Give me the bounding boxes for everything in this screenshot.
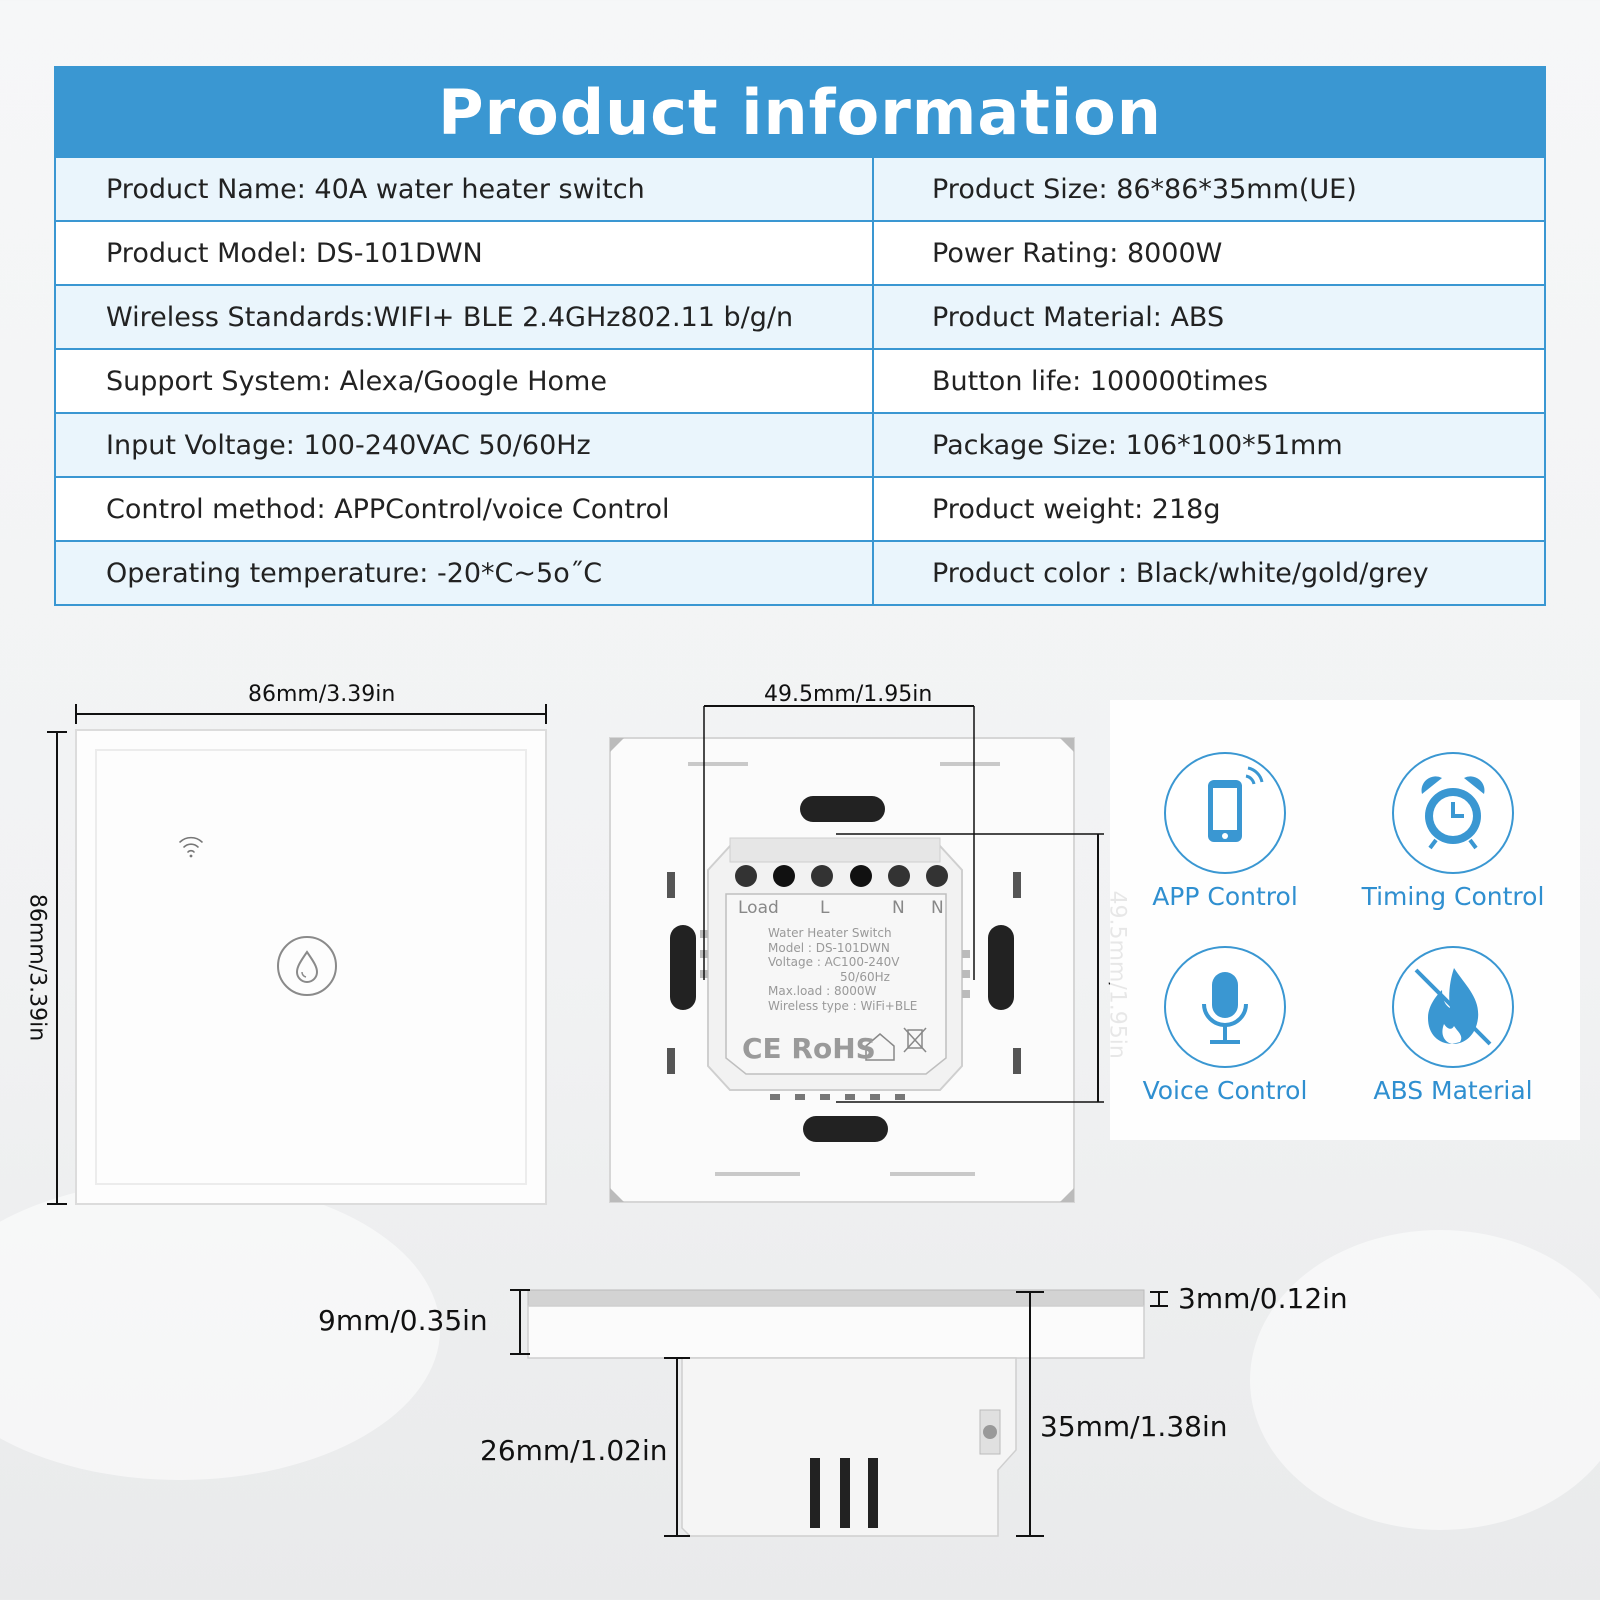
alarm-clock-icon (1392, 752, 1514, 874)
feature-label: Voice Control (1142, 1076, 1308, 1105)
back-width-label: 49.5mm/1.95in (764, 682, 933, 707)
table-cell: Wireless Standards:WIFI+ BLE 2.4GHz802.1… (56, 286, 874, 348)
feature-abs-material: ABS Material (1338, 946, 1568, 1105)
background-blob (1250, 1230, 1600, 1530)
table-title: Product information (56, 68, 1544, 156)
microphone-icon (1164, 946, 1286, 1068)
table-cell: Power Rating: 8000W (932, 237, 1223, 269)
terminal-label: L (820, 898, 830, 918)
feature-label: ABS Material (1373, 1076, 1533, 1105)
frame-thickness-label: 9mm/0.35in (318, 1304, 488, 1337)
feature-icons: APP Control Timing Control Voice (1110, 700, 1580, 1140)
terminal-label: N (892, 898, 905, 918)
home-icon (865, 1033, 895, 1061)
product-info-table: Product information Product Name: 40A wa… (54, 66, 1546, 606)
certification-marks: CE RoHS (742, 1032, 876, 1065)
table-body: Product Name: 40A water heater switch Pr… (56, 156, 1544, 604)
terminal-label: Load (738, 898, 779, 918)
feature-label: Timing Control (1361, 882, 1545, 911)
body-depth-label: 26mm/1.02in (480, 1434, 668, 1467)
table-cell: Product weight: 218g (932, 493, 1221, 525)
table-cell: Input Voltage: 100-240VAC 50/60Hz (56, 414, 874, 476)
table-cell: Operating temperature: -20*C~5o˝C (56, 542, 874, 604)
back-view (609, 705, 1104, 1203)
table-cell: Product Size: 86*86*35mm(UE) (932, 173, 1357, 205)
glass-thickness-label: 3mm/0.12in (1178, 1282, 1348, 1315)
front-view (47, 704, 547, 1205)
front-width-label: 86mm/3.39in (248, 682, 396, 707)
table-row: Operating temperature: -20*C~5o˝C Produc… (56, 540, 1544, 604)
table-cell: Button life: 100000times (932, 365, 1268, 397)
module-label-line: Voltage : AC100-240V (768, 955, 900, 969)
table-cell: Control method: APPControl/voice Control (56, 478, 874, 540)
phone-icon (1164, 752, 1286, 874)
total-depth-label: 35mm/1.38in (1040, 1410, 1228, 1443)
table-cell: Support System: Alexa/Google Home (56, 350, 874, 412)
table-cell: Product Name: 40A water heater switch (56, 158, 874, 220)
table-cell: Package Size: 106*100*51mm (932, 429, 1343, 461)
feature-app-control: APP Control (1110, 752, 1340, 911)
table-cell: Product Material: ABS (932, 301, 1225, 333)
module-label-plate: Water Heater Switch Model : DS-101DWN Vo… (768, 926, 917, 1013)
module-label-line: 50/60Hz (840, 969, 890, 984)
wifi-icon (179, 836, 203, 858)
water-drop-icon (277, 936, 337, 996)
table-row: Control method: APPControl/voice Control… (56, 476, 1544, 540)
weee-bin-icon (903, 1027, 927, 1053)
table-row: Input Voltage: 100-240VAC 50/60Hz Packag… (56, 412, 1544, 476)
table-row: Support System: Alexa/Google Home Button… (56, 348, 1544, 412)
background-blob (0, 1180, 440, 1480)
terminal-label: N (931, 898, 944, 918)
table-cell: Product Model: DS-101DWN (56, 222, 874, 284)
table-row: Product Model: DS-101DWN Power Rating: 8… (56, 220, 1544, 284)
no-fire-icon (1392, 946, 1514, 1068)
module-label-line: Water Heater Switch (768, 926, 892, 940)
table-row: Product Name: 40A water heater switch Pr… (56, 156, 1544, 220)
module-label-line: Max.load : 8000W (768, 984, 877, 998)
module-label-line: Model : DS-101DWN (768, 940, 890, 955)
module-label-line: Wireless type : WiFi+BLE (768, 998, 918, 1013)
table-cell: Product color : Black/white/gold/grey (932, 557, 1429, 589)
feature-timing-control: Timing Control (1338, 752, 1568, 911)
feature-label: APP Control (1152, 882, 1298, 911)
feature-voice-control: Voice Control (1110, 946, 1340, 1105)
terminal-screws (735, 865, 948, 887)
table-row: Wireless Standards:WIFI+ BLE 2.4GHz802.1… (56, 284, 1544, 348)
side-view (510, 1289, 1168, 1537)
front-height-label: 86mm/3.39in (24, 893, 50, 1042)
